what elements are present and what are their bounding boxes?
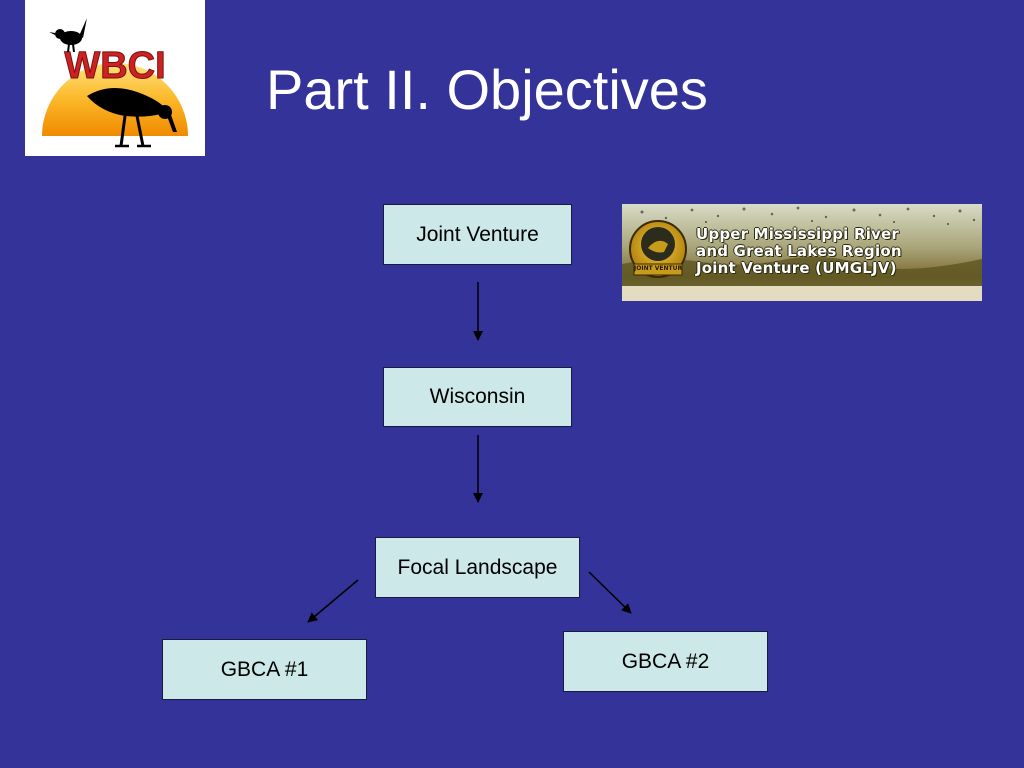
node-wisconsin: Wisconsin	[383, 367, 572, 427]
node-joint-venture: Joint Venture	[383, 204, 572, 265]
banner-title: Upper Mississippi River and Great Lakes …	[696, 226, 980, 277]
banner-line: Upper Mississippi River	[696, 225, 899, 243]
edge-focal-landscape-to-gbca-1	[307, 579, 359, 623]
wbci-logo: WBCI	[25, 0, 205, 156]
shorebird-icon	[87, 88, 177, 148]
wren-icon	[49, 18, 87, 53]
node-focal-landscape: Focal Landscape	[375, 537, 580, 598]
node-gbca-2: GBCA #2	[563, 631, 768, 692]
slide-title: Part II. Objectives	[266, 58, 708, 121]
node-gbca-1: GBCA #1	[162, 639, 367, 700]
logo-lettering: WBCI	[64, 45, 165, 87]
banner-line: Joint Venture (UMGLJV)	[696, 259, 897, 277]
badge-text: JOINT VENTURE	[634, 265, 682, 272]
wbci-logo-graphic: WBCI	[42, 18, 188, 148]
edge-focal-landscape-to-gbca-2	[588, 571, 632, 614]
umgljv-banner: JOINT VENTURE Upper Mississippi River an…	[622, 204, 982, 301]
banner-line: and Great Lakes Region	[696, 242, 902, 260]
banner-background	[622, 204, 982, 301]
